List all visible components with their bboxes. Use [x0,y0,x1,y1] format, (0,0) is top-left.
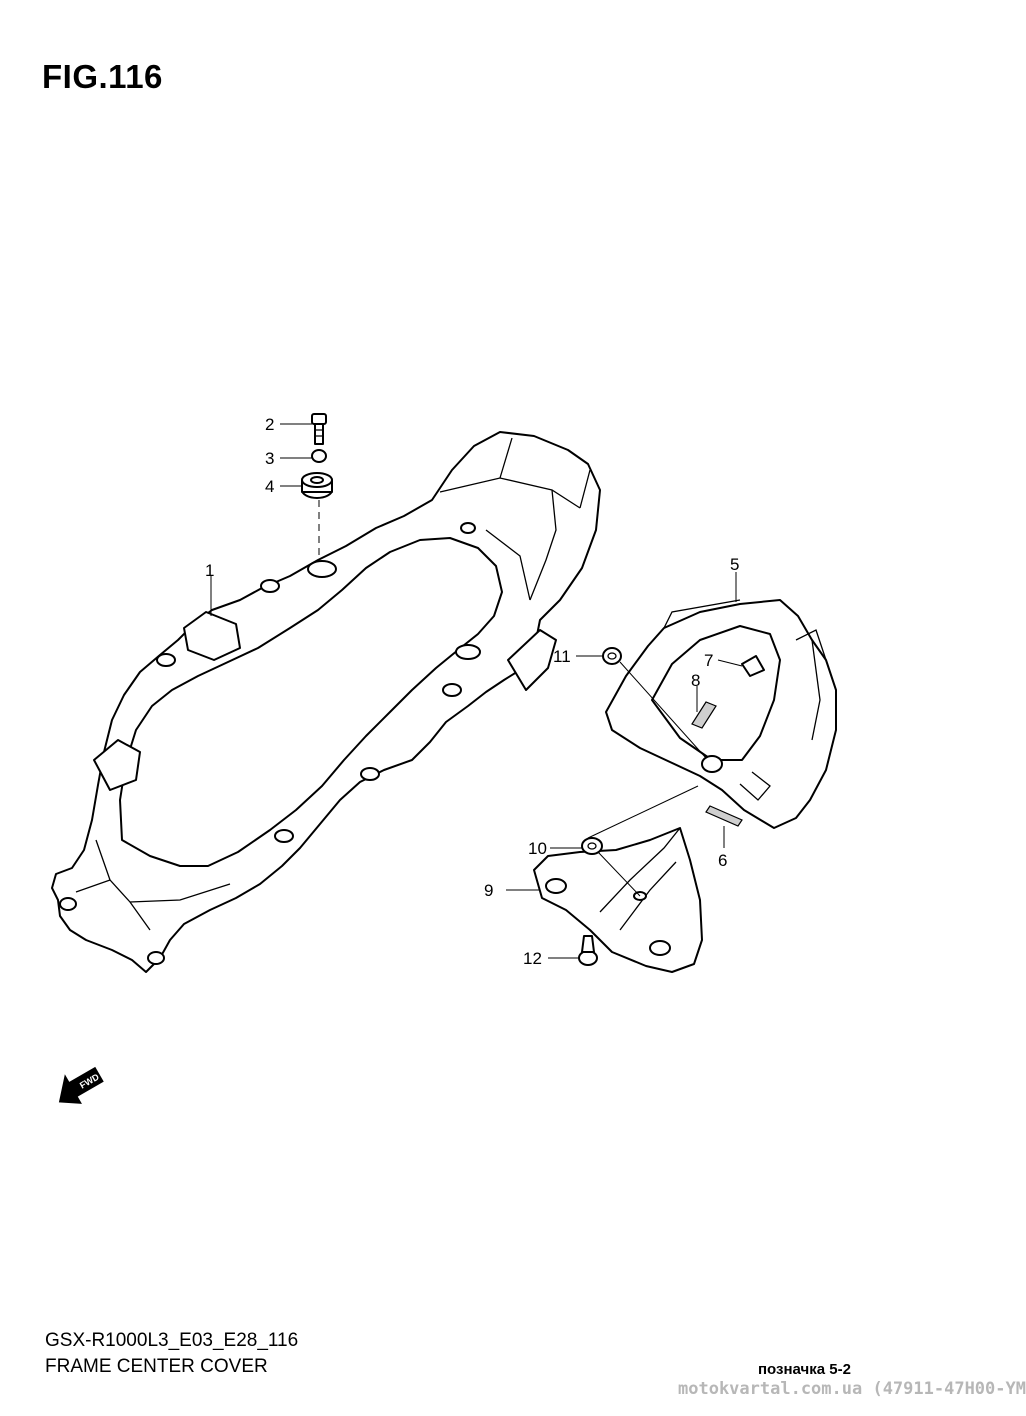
part-9-lower-cover [533,827,703,973]
part-2-bolt [311,413,327,445]
part-4-grommet [301,472,333,499]
part-10-grommet [581,837,603,855]
watermark-text: motokvartal.com.ua (47911-47H00-YM [678,1379,1026,1399]
part-11-nut [602,647,622,665]
callout-3: 3 [265,449,274,468]
exploded-diagram: 2 3 4 1 5 7 8 11 6 10 9 12 FWD [51,413,837,1104]
callout-7: 7 [704,651,713,670]
part-6-cushion-strip [705,805,743,827]
callout-9: 9 [484,881,493,900]
part-1-frame-center-cover [51,431,601,973]
callout-12: 12 [523,949,542,968]
callout-8: 8 [691,671,700,690]
callout-4: 4 [265,477,274,496]
callout-2: 2 [265,415,274,434]
figure-name: FRAME CENTER COVER [45,1356,268,1377]
fwd-arrow-icon: FWD [58,1066,104,1104]
callout-6: 6 [718,851,727,870]
parts-diagram-page: FIG.116 [42,58,1026,1399]
figure-title: FIG.116 [42,58,163,95]
part-12-clip [578,935,598,966]
callout-10: 10 [528,839,547,858]
callout-1: 1 [205,561,214,580]
callout-5: 5 [730,555,739,574]
part-3-collar [311,449,327,463]
model-code: GSX-R1000L3_E03_E28_116 [45,1330,299,1351]
mark-label: позначка 5-2 [758,1361,851,1378]
part-5-inner-cover [605,599,837,829]
callout-11: 11 [553,647,571,666]
